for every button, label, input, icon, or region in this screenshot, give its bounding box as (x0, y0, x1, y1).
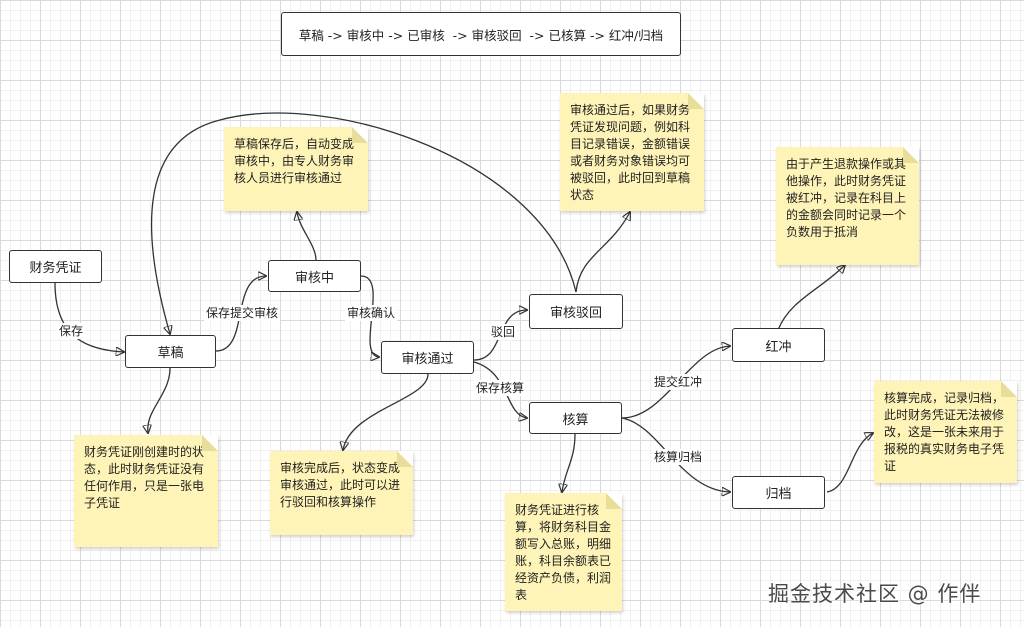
edge-rejected-draft (150, 112, 577, 334)
edge-label-archive: 核算归档 (652, 449, 705, 465)
node-approved-label: 审核通过 (401, 352, 454, 367)
edge-rejected-note (575, 212, 630, 293)
edge-label-submit: 保存提交审核 (204, 305, 281, 321)
note-fold (352, 127, 368, 143)
edge-reviewing-note (297, 212, 317, 261)
node-reviewing[interactable]: 审核中 (268, 260, 361, 292)
node-red[interactable]: 红冲 (732, 328, 825, 362)
edge-label-reject: 驳回 (489, 324, 518, 340)
node-draft[interactable]: 草稿 (125, 335, 216, 368)
node-rejected[interactable]: 审核驳回 (529, 294, 623, 329)
note-rejected: 审核通过后，如果财务凭证发现问题，例如科目记录错误，金额错误或者财务对象错误均可… (560, 93, 704, 211)
note-fold (606, 493, 622, 509)
note-fold (397, 451, 413, 467)
node-archive[interactable]: 归档 (732, 476, 825, 509)
edge-label-save: 保存 (57, 323, 86, 339)
edge-label-submit-red: 提交红冲 (652, 374, 705, 390)
note-archive: 核算完成，记录归档，此时财务凭证无法被修改，这是一张未来用于报税的真实财务电子凭… (874, 381, 1017, 483)
edge-draft-note (148, 367, 171, 433)
flow-header-text: 草稿 -> 审核中 -> 已审核 -> 审核驳回 -> 已核算 -> 红冲/归档 (298, 27, 664, 43)
edge-label-confirm: 审核确认 (345, 305, 398, 321)
edge-approved-note (343, 373, 429, 450)
note-fold (202, 435, 218, 451)
edge-voucher-draft (54, 282, 124, 352)
node-approved[interactable]: 审核通过 (381, 341, 474, 374)
note-red-text: 由于产生退款操作或其他操作，此时财务凭证被红冲，记录在科目上的金额会同时记录一个… (786, 157, 907, 239)
node-voucher[interactable]: 财务凭证 (9, 250, 102, 283)
note-red: 由于产生退款操作或其他操作，此时财务凭证被红冲，记录在科目上的金额会同时记录一个… (776, 147, 919, 265)
note-draft-text: 财务凭证刚创建时的状态，此时财务凭证没有任何作用，只是一张电子凭证 (84, 445, 205, 510)
note-rejected-text: 审核通过后，如果财务凭证发现问题，例如科目记录错误，金额错误或者财务对象错误均可… (570, 103, 691, 202)
note-fold (903, 147, 919, 163)
node-red-label: 红冲 (765, 339, 792, 355)
note-reviewing-text: 草稿保存后，自动变成审核中，由专人财务审核人员进行审核通过 (234, 137, 355, 185)
note-approved: 审核完成后，状态变成审核通过，此时可以进行驳回和核算操作 (270, 451, 413, 535)
note-archive-text: 核算完成，记录归档，此时财务凭证无法被修改，这是一张未来用于报税的真实财务电子凭… (884, 391, 1005, 473)
node-accounted-label: 核算 (562, 412, 589, 428)
note-accounted: 财务凭证进行核算，将财务科目金额写入总账，明细账，科目余额表已经资产负债，利润表 (505, 493, 622, 611)
note-accounted-text: 财务凭证进行核算，将财务科目金额写入总账，明细账，科目余额表已经资产负债，利润表 (515, 503, 612, 602)
note-fold (1001, 381, 1017, 397)
edge-archive-note (826, 433, 873, 493)
edge-accounted-note (562, 433, 576, 492)
note-reviewing: 草稿保存后，自动变成审核中，由专人财务审核人员进行审核通过 (224, 127, 368, 211)
node-reviewing-label: 审核中 (294, 270, 334, 286)
node-rejected-label: 审核驳回 (549, 306, 602, 321)
flow-header: 草稿 -> 审核中 -> 已审核 -> 审核驳回 -> 已核算 -> 红冲/归档 (281, 12, 681, 56)
node-accounted[interactable]: 核算 (529, 402, 622, 434)
edge-label-account: 保存核算 (474, 380, 527, 396)
watermark: 掘金技术社区 @ 作伴 (768, 582, 982, 606)
node-archive-label: 归档 (765, 487, 792, 502)
note-approved-text: 审核完成后，状态变成审核通过，此时可以进行驳回和核算操作 (280, 461, 401, 509)
note-fold (688, 93, 704, 109)
node-voucher-label: 财务凭证 (29, 261, 82, 276)
node-draft-label: 草稿 (157, 346, 184, 361)
edge-red-note (777, 265, 845, 331)
note-draft: 财务凭证刚创建时的状态，此时财务凭证没有任何作用，只是一张电子凭证 (74, 435, 218, 547)
